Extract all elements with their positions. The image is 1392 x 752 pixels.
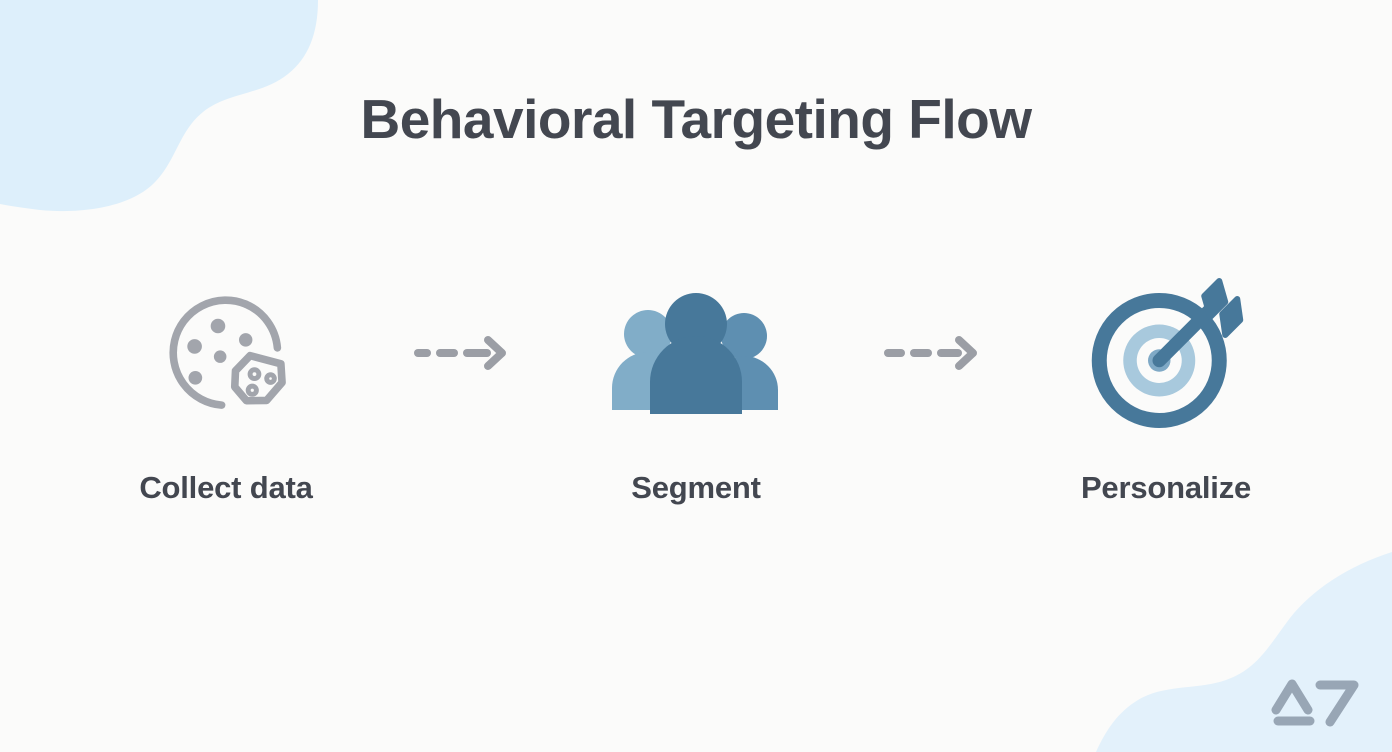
target-arrow-icon bbox=[1091, 278, 1244, 428]
flow-step-collect-data: Collect data bbox=[96, 278, 356, 506]
dashed-arrow-right-icon bbox=[413, 336, 506, 370]
cookie-icon-wrap bbox=[153, 278, 299, 428]
cookie-icon bbox=[169, 296, 286, 409]
a7-logo bbox=[1271, 679, 1359, 727]
flow-connector-2 bbox=[856, 278, 1006, 428]
flow-diagram: Collect data bbox=[96, 278, 1296, 506]
flow-step-label-collect-data: Collect data bbox=[139, 470, 313, 505]
flow-step-label-personalize: Personalize bbox=[1080, 470, 1252, 505]
people-group-icon-wrap bbox=[610, 278, 782, 428]
dashed-arrow-right-icon bbox=[883, 336, 977, 370]
page-title: Behavioral Targeting Flow bbox=[360, 88, 1032, 150]
people-group-icon bbox=[612, 293, 778, 414]
flow-step-label-segment: Segment bbox=[631, 470, 761, 505]
flow-step-personalize: Personalize bbox=[1036, 278, 1296, 506]
target-arrow-icon-wrap bbox=[1087, 278, 1245, 428]
flow-connector-1 bbox=[386, 278, 536, 428]
flow-step-segment: Segment bbox=[566, 278, 826, 506]
